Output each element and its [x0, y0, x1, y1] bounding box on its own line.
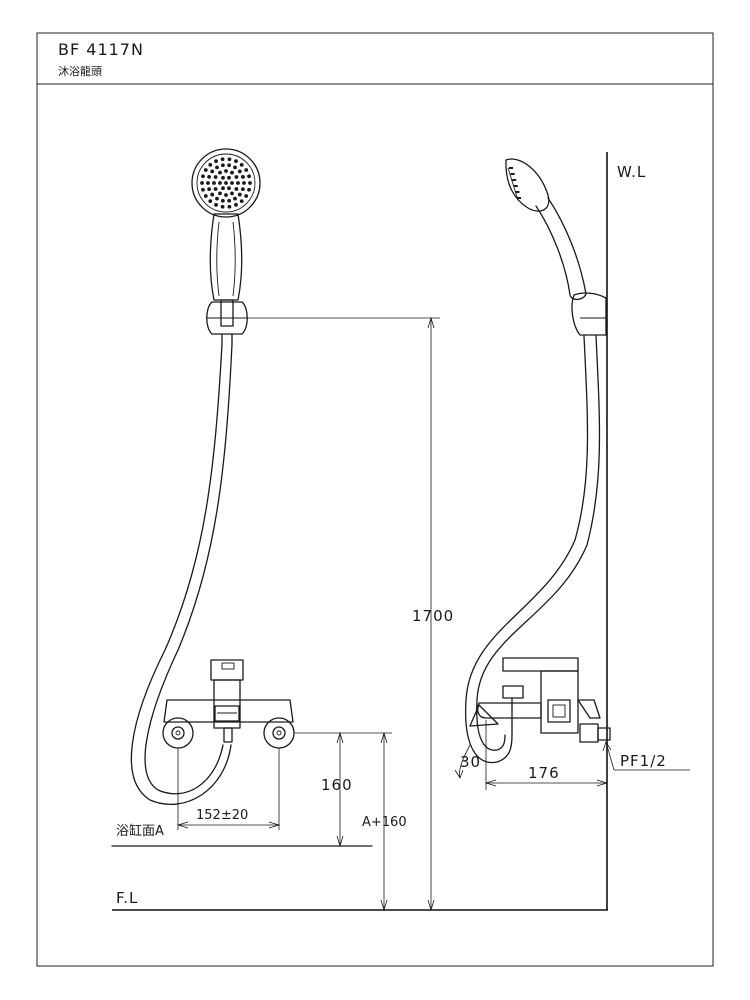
nozzle-dot — [215, 165, 219, 170]
nozzle-dot — [210, 169, 215, 174]
dimension-label-176: 176 — [528, 764, 560, 782]
nozzle-dot — [220, 198, 225, 203]
nozzle-dot — [224, 181, 228, 185]
dimension-label-152: 152±20 — [196, 808, 248, 823]
nozzle-dot — [227, 186, 231, 191]
dimension-label-1700: 1700 — [412, 607, 454, 625]
nozzle-dot — [208, 199, 213, 204]
nozzle-dot — [220, 204, 225, 209]
pipe-thread-label: PF1/2 — [620, 752, 667, 770]
nozzle-dot — [214, 202, 218, 207]
nozzle-dot — [203, 194, 208, 198]
dimension-152 — [176, 748, 281, 830]
dimension-label-a-160: A+160 — [362, 815, 407, 830]
nozzle-dot — [242, 181, 246, 185]
dimension-176 — [484, 720, 609, 790]
nozzle-dot — [230, 181, 234, 185]
front-view-mixer-body — [162, 659, 295, 749]
nozzle-dot — [215, 196, 219, 201]
nozzle-dot — [234, 202, 238, 207]
side-view-hose — [464, 335, 601, 764]
front-view-handle — [209, 213, 243, 301]
side-view-mixer-body — [469, 657, 611, 743]
nozzle-dot — [233, 165, 237, 170]
front-view-hose — [130, 343, 233, 805]
product-name: 沐浴龍頭 — [58, 64, 102, 78]
front-view-wall-bracket — [206, 299, 248, 345]
nozzle-dot — [207, 174, 211, 179]
nozzle-dot — [227, 163, 232, 168]
nozzle-dot — [233, 196, 237, 201]
nozzle-dot — [241, 187, 245, 192]
nozzle-dot — [234, 175, 239, 179]
nozzle-dot — [200, 181, 204, 185]
model-number: BF 4117N — [58, 40, 144, 59]
nozzle-dot — [247, 174, 251, 179]
shower-nozzle-pattern — [200, 157, 252, 209]
nozzle-dot — [244, 194, 249, 198]
nozzle-dot — [212, 181, 216, 185]
drawing-frame — [36, 32, 714, 967]
nozzle-dot — [224, 193, 228, 197]
nozzle-dot — [227, 204, 232, 209]
side-view-bracket — [571, 292, 607, 336]
nozzle-dot — [230, 191, 234, 196]
nozzle-dot — [220, 163, 225, 168]
nozzle-dot — [221, 175, 225, 180]
floor-line-label: F.L — [116, 889, 138, 907]
nozzle-dot — [221, 186, 225, 191]
nozzle-dot — [248, 181, 252, 185]
nozzle-dot — [213, 175, 218, 179]
nozzle-dot — [214, 159, 218, 164]
nozzle-dot — [203, 168, 208, 172]
nozzle-dot — [241, 174, 245, 179]
front-view-shower-head — [191, 148, 261, 218]
nozzle-dot — [237, 192, 242, 197]
nozzle-dot — [239, 162, 244, 167]
pipe-thread-leader — [602, 741, 690, 771]
dimension-label-30: 30 — [460, 753, 481, 771]
nozzle-dot — [201, 187, 205, 192]
side-view-shower-head — [505, 158, 587, 301]
nozzle-dot — [208, 162, 213, 167]
dimension-label-160: 160 — [321, 776, 353, 794]
nozzle-dot — [218, 191, 222, 196]
nozzle-dot — [220, 157, 225, 162]
nozzle-dot — [239, 199, 244, 204]
nozzle-dot — [224, 169, 228, 173]
nozzle-dot — [207, 187, 211, 192]
dimension-1700 — [242, 316, 440, 912]
nozzle-dot — [206, 181, 210, 185]
nozzle-dot — [236, 181, 240, 185]
nozzle-dot — [218, 170, 222, 175]
nozzle-dot — [218, 181, 222, 185]
nozzle-dot — [247, 187, 251, 192]
nozzle-dot — [213, 187, 218, 191]
nozzle-dot — [227, 198, 232, 203]
nozzle-dot — [227, 157, 232, 162]
nozzle-dot — [210, 192, 215, 197]
dimension-30-angle — [454, 744, 471, 779]
nozzle-dot — [234, 187, 239, 191]
wall-line-label: W.L — [617, 163, 646, 181]
nozzle-dot — [234, 159, 238, 164]
nozzle-dot — [230, 170, 234, 175]
nozzle-dot — [237, 169, 242, 174]
nozzle-dot — [201, 174, 205, 179]
tub-surface-label: 浴缸面A — [116, 823, 164, 839]
nozzle-dot — [244, 168, 249, 172]
nozzle-dot — [227, 175, 231, 180]
side-nozzle-marks — [509, 167, 521, 199]
